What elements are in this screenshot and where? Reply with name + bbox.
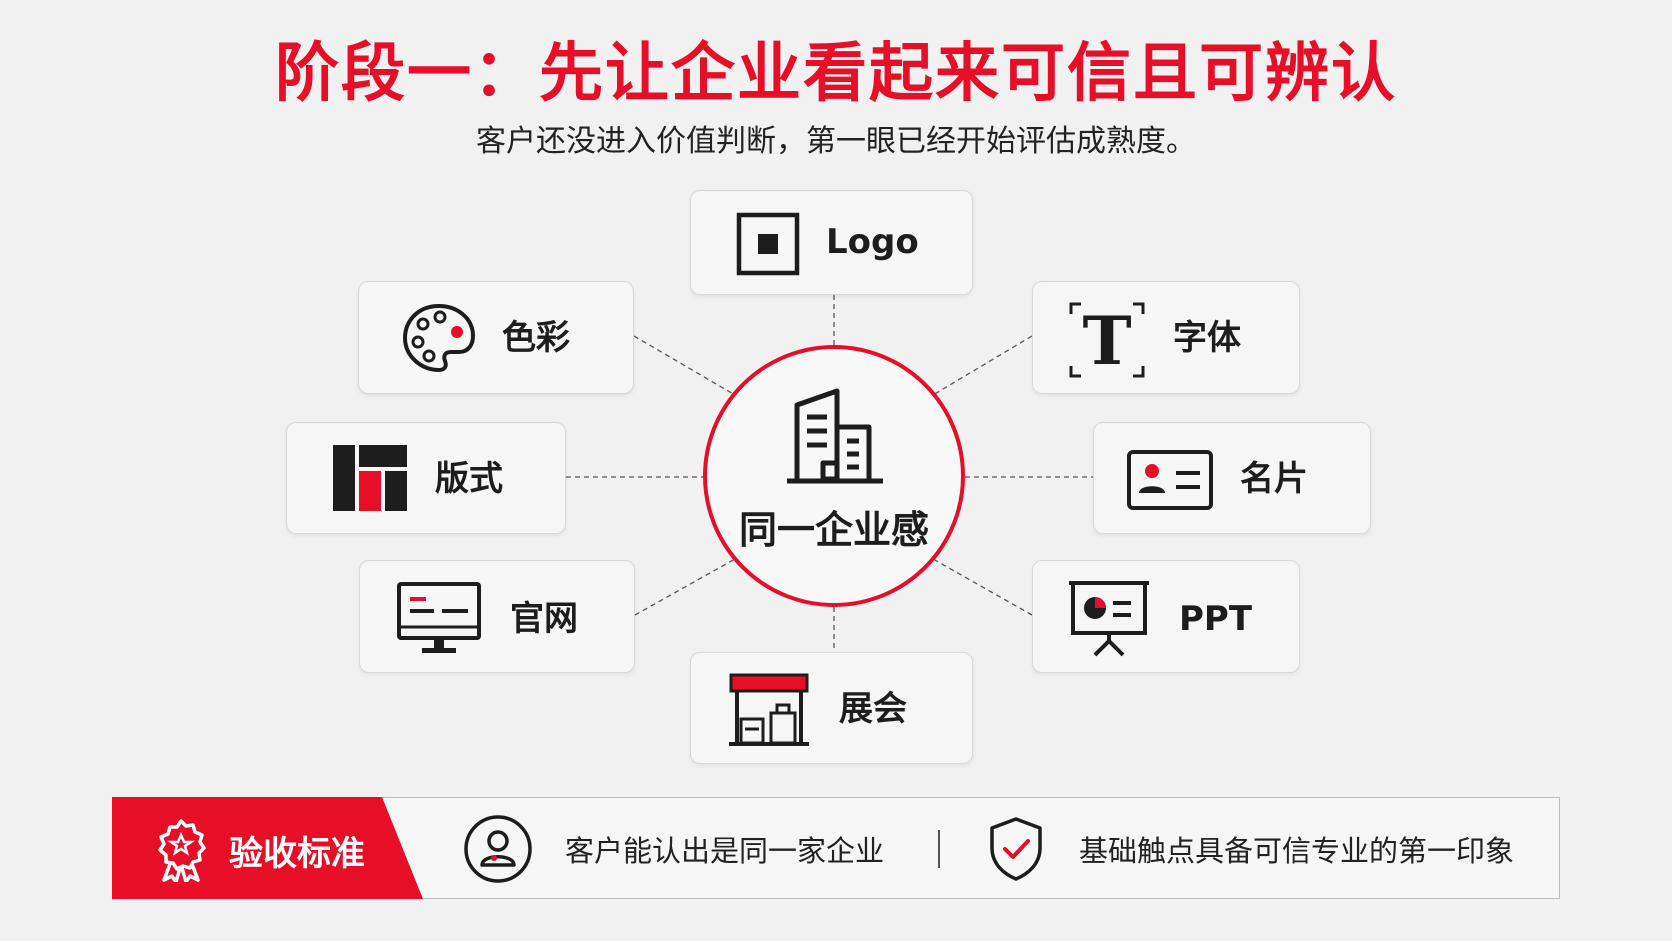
presentation-icon — [1069, 581, 1149, 657]
node-label-color: 色彩 — [502, 318, 570, 358]
shield-check-icon — [990, 817, 1042, 881]
center-hub: 同一企业感 — [703, 345, 965, 607]
building-icon — [787, 388, 883, 484]
page-subtitle: 客户还没进入价值判断，第一眼已经开始评估成熟度。 — [476, 124, 1196, 159]
node-website: 官网 — [359, 560, 635, 673]
booth-icon — [729, 673, 809, 746]
center-label: 同一企业感 — [738, 508, 929, 552]
node-booth: 展会 — [690, 652, 973, 764]
logo-square-icon — [736, 212, 800, 276]
criteria-item-1: 客户能认出是同一家企业 — [565, 834, 885, 868]
node-ppt: PPT — [1032, 560, 1300, 673]
node-font: T 字体 — [1032, 281, 1300, 394]
node-layout: 版式 — [286, 422, 566, 534]
award-ribbon-icon — [158, 819, 206, 882]
typography-icon: T — [1069, 302, 1145, 378]
business-card-icon — [1127, 450, 1213, 510]
node-label-layout: 版式 — [435, 459, 503, 499]
node-card: 名片 — [1093, 422, 1371, 534]
palette-icon — [402, 303, 476, 373]
node-label-card: 名片 — [1240, 459, 1308, 499]
criteria-bar: 验收标准 客户能认出是同一家企业 基础触点具备可信专业的第一印象 — [112, 797, 1560, 899]
monitor-icon — [397, 582, 481, 653]
node-label-logo: Logo — [826, 222, 919, 262]
connector-ppt — [932, 558, 1033, 616]
criteria-badge — [112, 797, 423, 899]
node-label-ppt: PPT — [1179, 599, 1253, 639]
node-logo: Logo — [690, 190, 973, 295]
node-label-website: 官网 — [510, 599, 578, 639]
user-circle-icon — [464, 815, 532, 883]
node-color: 色彩 — [358, 281, 634, 394]
connector-font — [932, 335, 1033, 396]
criteria-separator — [938, 830, 940, 868]
node-label-booth: 展会 — [839, 689, 907, 729]
node-label-font: 字体 — [1173, 318, 1241, 358]
connector-color — [633, 335, 736, 396]
svg-text:T: T — [1082, 302, 1131, 378]
connector-website — [634, 558, 736, 616]
criteria-item-2: 基础触点具备可信专业的第一印象 — [1079, 834, 1515, 868]
layout-icon — [333, 445, 407, 511]
criteria-badge-label: 验收标准 — [229, 834, 365, 874]
page-title: 阶段一：先让企业看起来可信且可辨认 — [275, 37, 1397, 111]
